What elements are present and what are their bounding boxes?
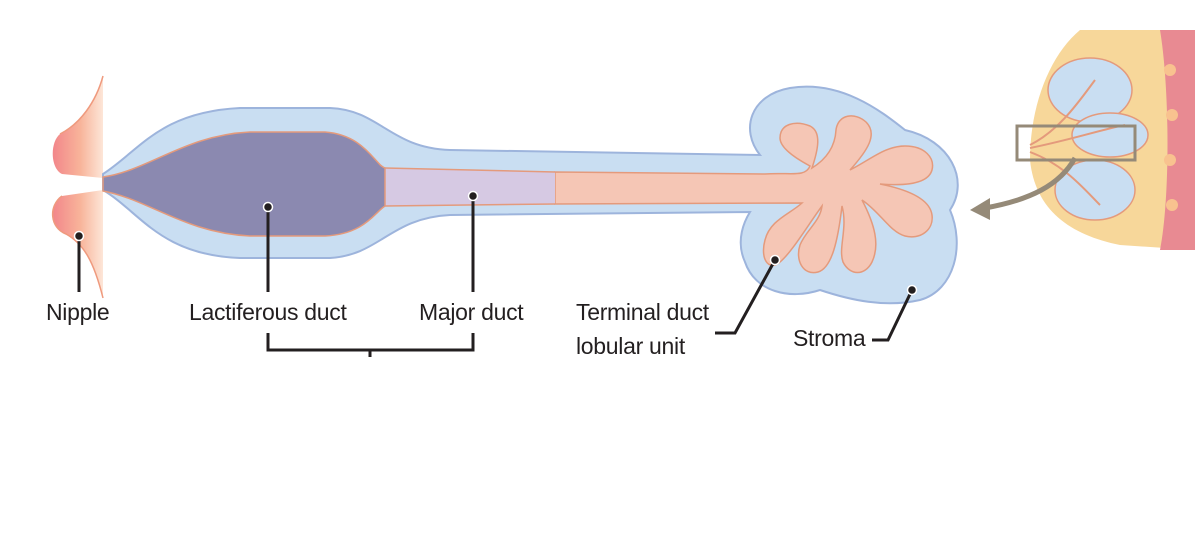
- tdlu-pointer: [769, 254, 781, 266]
- tdlu-lumen: [554, 115, 934, 274]
- nipple-label: Nipple: [46, 299, 109, 325]
- tdlu-label-line1: Terminal duct: [576, 299, 710, 325]
- major-duct-label: Major duct: [419, 299, 524, 325]
- nipple-shape: [52, 75, 104, 299]
- stroma-label: Stroma: [793, 325, 866, 351]
- leader-lines: [77, 196, 914, 357]
- stroma-pointer: [906, 284, 918, 296]
- lactiferous-duct-pointer: [262, 201, 274, 213]
- lactiferous-duct-shape: [102, 131, 386, 237]
- lactiferous-duct-label: Lactiferous duct: [189, 299, 347, 325]
- breast-thumbnail: [1015, 30, 1195, 250]
- arrow-icon: [970, 156, 1078, 220]
- major-duct-pointer: [467, 190, 479, 202]
- major-duct-shape: [385, 168, 555, 206]
- nipple-pointer: [73, 230, 85, 242]
- tdlu-label-line2: lobular unit: [576, 333, 686, 359]
